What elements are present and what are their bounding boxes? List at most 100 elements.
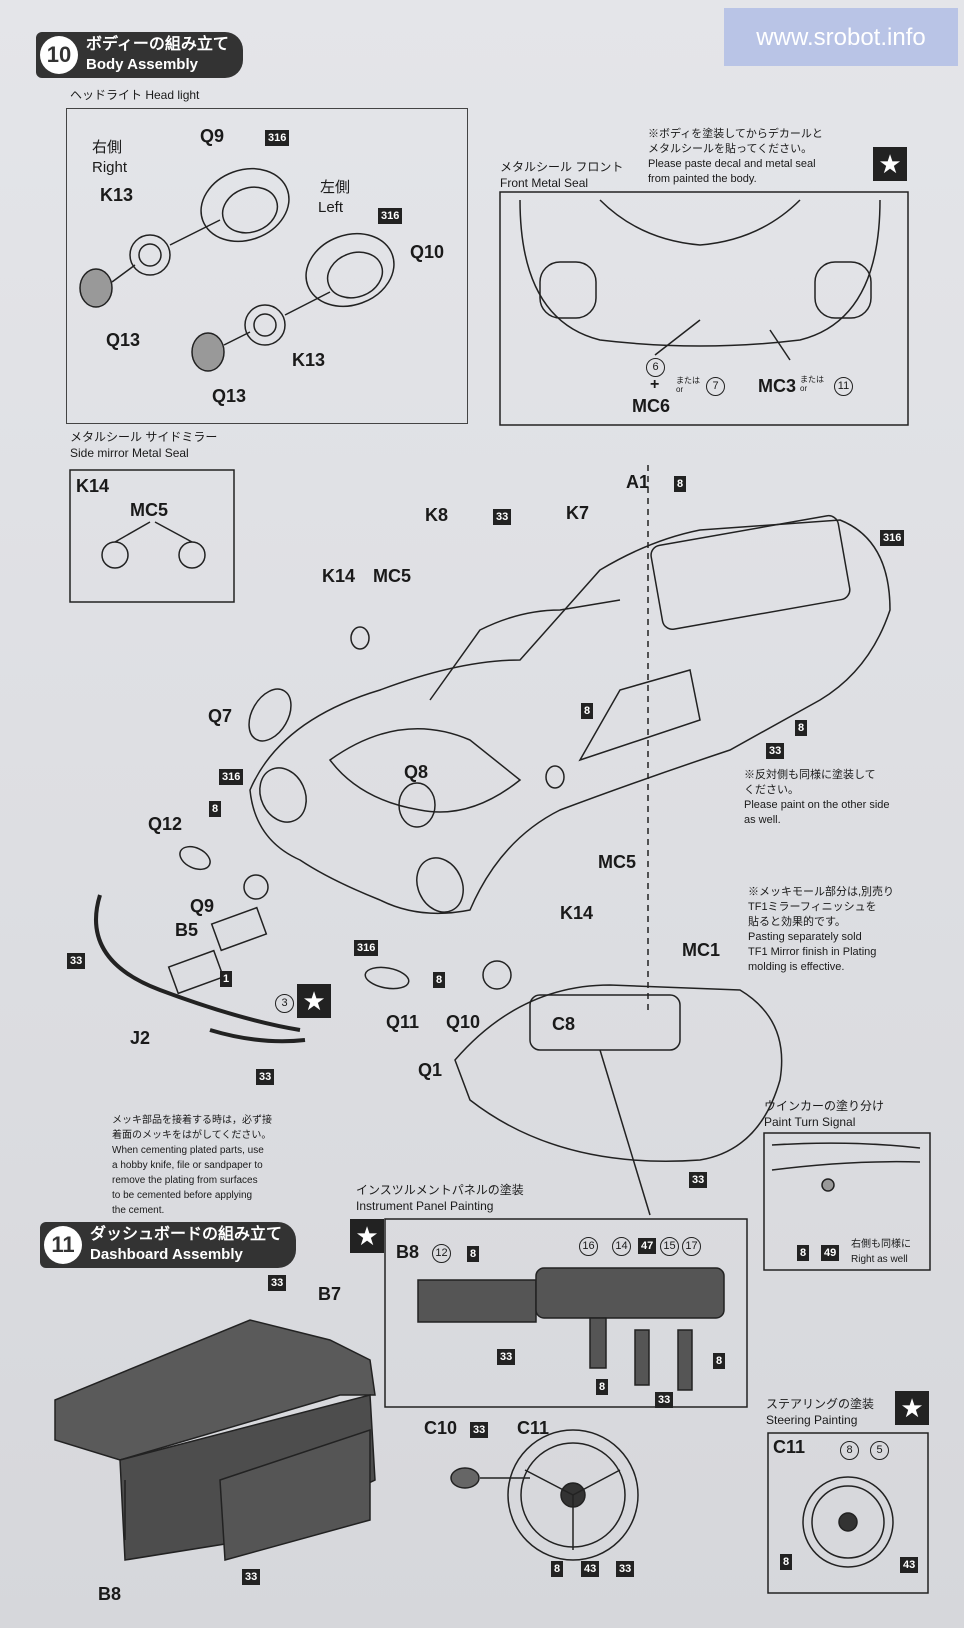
color-8: 8 — [840, 1441, 859, 1460]
right-en: Right — [92, 159, 128, 176]
color-33: 33 — [766, 743, 785, 759]
step-10-header: 10 ボディーの組み立て Body Assembly — [36, 32, 243, 78]
part-k13-right: K13 — [100, 185, 134, 205]
steering-title-jp: ステアリングの塗装 — [766, 1397, 875, 1411]
part-mc3: MC3 — [758, 376, 797, 396]
color-14: 14 — [612, 1237, 631, 1256]
cement-note: メッキ部品を接着する時は，必ず接 着面のメッキをはがしてください。 When c… — [112, 1115, 272, 1216]
part-a1: A1 — [626, 472, 650, 492]
color-316: 316 — [265, 130, 290, 146]
color-8: 8 — [551, 1561, 564, 1577]
right-jp: 右側 — [92, 139, 123, 156]
part-mc6: MC6 — [632, 396, 671, 416]
color-33: 33 — [616, 1561, 635, 1577]
step-number: 10 — [40, 36, 78, 74]
color-33: 33 — [689, 1172, 708, 1188]
color-8: 8 — [674, 476, 687, 492]
color-3: 3 — [275, 994, 294, 1013]
color-49: 49 — [821, 1245, 840, 1261]
turn-signal-note: 右側も同様に Right as well — [851, 1239, 911, 1265]
step-number: 11 — [44, 1226, 82, 1264]
color-8: 8 — [795, 720, 808, 736]
color-8: 8 — [713, 1353, 726, 1369]
q9-cover-shape — [200, 167, 290, 243]
part-mc5: MC5 — [373, 566, 412, 586]
color-11: 11 — [834, 377, 853, 396]
part-b7: B7 — [318, 1284, 342, 1304]
color-5: 5 — [870, 1441, 889, 1460]
color-8: 8 — [596, 1379, 609, 1395]
color-316: 316 — [354, 940, 379, 956]
plus-sign: + — [650, 376, 660, 393]
part-q7: Q7 — [208, 706, 233, 726]
color-43: 43 — [900, 1557, 919, 1573]
k13-right-shape — [129, 234, 171, 276]
part-c11-steering: C11 — [773, 1437, 806, 1457]
color-33: 33 — [256, 1069, 275, 1085]
part-b5: B5 — [175, 920, 199, 940]
part-k14-box: K14 — [76, 476, 110, 496]
color-33: 33 — [242, 1569, 261, 1585]
color-316: 316 — [219, 769, 244, 785]
part-q13-right: Q13 — [106, 330, 141, 350]
front-seal-note: ※ボディを塗装してからデカールと メタルシールを貼ってください。 Please … — [648, 128, 823, 185]
color-8: 8 — [581, 703, 594, 719]
headlight-box — [66, 108, 468, 424]
color-316: 316 — [880, 530, 905, 546]
part-q9: Q9 — [190, 896, 215, 916]
color-33: 33 — [268, 1275, 287, 1291]
part-b8-panel: B8 — [396, 1242, 420, 1262]
step-title-jp: ダッシュボードの組み立て — [90, 1226, 283, 1243]
part-b8: B8 — [98, 1584, 122, 1604]
side-mirror-title-en: Side mirror Metal Seal — [70, 446, 189, 460]
color-33: 33 — [470, 1422, 489, 1438]
or-text-2: または or — [800, 375, 824, 393]
q10-cover-shape — [305, 232, 395, 308]
part-c11: C11 — [517, 1418, 550, 1438]
front-seal-title-jp: メタルシール フロント — [500, 160, 624, 174]
color-33: 33 — [67, 953, 86, 969]
color-316: 316 — [378, 208, 403, 224]
part-q10-top: Q10 — [410, 242, 445, 262]
color-8: 8 — [209, 801, 222, 817]
side-mirror-title-jp: メタルシール サイドミラー — [70, 430, 218, 444]
part-c10: C10 — [424, 1418, 458, 1438]
color-12: 12 — [432, 1244, 451, 1263]
part-q13-left: Q13 — [212, 386, 247, 406]
instrument-title-en: Instrument Panel Painting — [356, 1199, 494, 1213]
plating-note: ※メッキモール部分は,別売り TF1ミラーフィニッシュを 貼ると効果的です。 P… — [748, 886, 895, 973]
step-title-en: Dashboard Assembly — [90, 1246, 243, 1263]
color-17: 17 — [682, 1237, 701, 1256]
part-q12: Q12 — [148, 814, 183, 834]
part-q9-top: Q9 — [200, 126, 225, 146]
part-q10: Q10 — [446, 1012, 481, 1032]
part-j2: J2 — [130, 1028, 151, 1048]
instrument-title-jp: インスツルメントパネルの塗装 — [356, 1183, 524, 1197]
color-6: 6 — [646, 358, 665, 377]
star-icon: ★ — [873, 147, 907, 181]
headlight-title: ヘッドライト Head light — [70, 88, 200, 102]
color-8: 8 — [433, 972, 446, 988]
left-jp: 左側 — [320, 179, 351, 196]
part-q8: Q8 — [404, 762, 429, 782]
color-33: 33 — [493, 509, 512, 525]
k13-left-shape — [244, 304, 286, 346]
part-mc5-box: MC5 — [130, 500, 169, 520]
color-47: 47 — [638, 1238, 657, 1254]
color-8: 8 — [780, 1554, 793, 1570]
star-icon: ★ — [350, 1219, 384, 1253]
watermark: www.srobot.info — [724, 8, 958, 66]
part-k8: K8 — [425, 505, 449, 525]
color-1: 1 — [220, 971, 233, 987]
part-k13-left: K13 — [292, 350, 326, 370]
front-seal-title-en: Front Metal Seal — [500, 176, 589, 190]
star-icon: ★ — [895, 1391, 929, 1425]
color-43: 43 — [581, 1561, 600, 1577]
part-k14: K14 — [322, 566, 356, 586]
star-icon: ★ — [297, 984, 331, 1018]
color-16: 16 — [579, 1237, 598, 1256]
or-text: または or — [676, 376, 700, 394]
step-11-header: 11 ダッシュボードの組み立て Dashboard Assembly — [40, 1222, 297, 1268]
turn-signal-title-jp: ウインカーの塗り分け — [764, 1099, 885, 1113]
